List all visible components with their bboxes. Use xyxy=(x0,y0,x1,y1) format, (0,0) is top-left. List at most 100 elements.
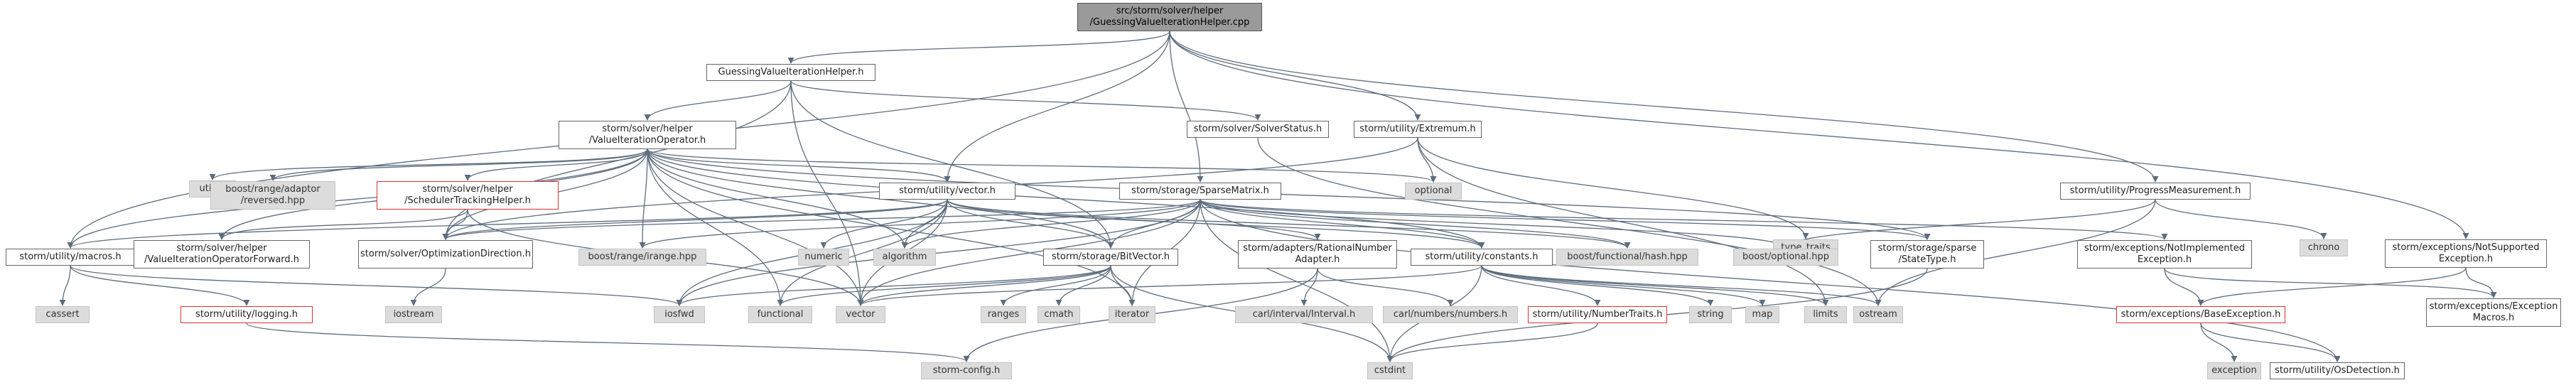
node-exmacros[interactable]: storm/exceptions/Exception Macros.h xyxy=(2426,298,2561,327)
edge-main-to-extremum xyxy=(1169,31,1421,121)
edge-optdir-to-iostream xyxy=(410,268,446,306)
edge-gvih-to-vector xyxy=(790,80,864,306)
node-vioforward[interactable]: storm/solver/helper /ValueIterationOpera… xyxy=(134,240,310,269)
edge-sparsematrix-to-irange xyxy=(639,199,1201,249)
edge-main-to-progress xyxy=(1169,31,2159,183)
edge-constants-to-vector xyxy=(857,265,1482,306)
edge-vectorh-to-numeric xyxy=(820,199,948,249)
edge-rationaladapter-to-carlinterval xyxy=(1300,268,1318,306)
edge-extremum-to-limits xyxy=(1417,137,1829,306)
node-sparsematrix[interactable]: storm/storage/SparseMatrix.h xyxy=(1119,183,1281,200)
edge-voh-to-reversed xyxy=(269,148,648,181)
edge-vectorh-to-rationaladapter xyxy=(947,199,1321,240)
node-rationaladapter[interactable]: storm/adapters/RationalNumber Adapter.h xyxy=(1238,240,1397,269)
edge-progress-to-optionalhpp xyxy=(1782,199,2156,249)
node-extremum[interactable]: storm/utility/Extremum.h xyxy=(1354,121,1482,138)
edge-voh-to-irange xyxy=(639,148,648,249)
edge-bitvector-to-cmath xyxy=(1055,265,1111,306)
edge-bitvector-to-ranges xyxy=(1000,265,1111,306)
node-statetype[interactable]: storm/storage/sparse /StateType.h xyxy=(1870,240,1984,269)
edge-schedtrack-to-vioforward xyxy=(218,209,468,240)
edge-bitvector-to-iosfwd xyxy=(676,265,1111,306)
edge-voh-to-constants xyxy=(647,148,1485,249)
edge-constants-to-ostream xyxy=(1481,265,1882,306)
node-ostream: ostream xyxy=(1853,306,1903,323)
node-numeric: numeric xyxy=(798,249,849,266)
node-carlnumbers: carl/numbers/numbers.h xyxy=(1383,306,1518,323)
edge-main-to-notsupported xyxy=(1169,31,2469,239)
edge-sparsematrix-to-hashhpp xyxy=(1200,199,1631,249)
node-baseexc[interactable]: storm/exceptions/BaseException.h xyxy=(2116,306,2285,323)
node-optional: optional xyxy=(1405,183,1462,200)
edge-sparsematrix-to-osdetect xyxy=(1200,199,2341,362)
node-progress[interactable]: storm/utility/ProgressMeasurement.h xyxy=(2060,183,2251,200)
edge-notimpl-to-exmacros xyxy=(2164,268,2497,298)
node-osdetect[interactable]: storm/utility/OsDetection.h xyxy=(2270,362,2405,379)
edge-macros-to-cassert xyxy=(59,265,71,306)
node-optdir[interactable]: storm/solver/OptimizationDirection.h xyxy=(358,240,533,269)
node-voh[interactable]: storm/solver/helper /ValueIterationOpera… xyxy=(559,121,736,149)
edge-voh-to-statetype xyxy=(647,148,1931,240)
node-string: string xyxy=(1689,306,1732,323)
node-vector: vector xyxy=(836,306,885,323)
node-exception: exception xyxy=(2207,362,2261,379)
node-optionalhpp: boost/optional.hpp xyxy=(1733,249,1838,266)
node-algorithm: algorithm xyxy=(873,249,936,266)
node-ranges: ranges xyxy=(981,306,1026,323)
node-notimpl[interactable]: storm/exceptions/NotImplemented Exceptio… xyxy=(2077,240,2252,269)
node-chrono: chrono xyxy=(2300,239,2348,256)
edge-voh-to-optional xyxy=(647,148,1437,183)
edge-sparsematrix-to-cstdint xyxy=(1200,199,1394,362)
edge-voh-to-vectorh xyxy=(647,148,951,183)
node-numbertraits[interactable]: storm/utility/NumberTraits.h xyxy=(1528,306,1667,323)
edge-macros-to-iosfwd xyxy=(70,265,683,306)
edge-main-to-vectorh xyxy=(944,31,1170,183)
edge-voh-to-iterator xyxy=(647,148,1136,306)
edge-voh-to-functional xyxy=(647,148,784,306)
edge-progress-to-ostream xyxy=(1875,199,2156,306)
edge-vectorh-to-hashhpp xyxy=(947,199,1631,249)
edge-sparsematrix-to-notimpl xyxy=(1200,199,2168,240)
edge-notsupported-to-exmacros xyxy=(2465,267,2497,298)
node-notsupported[interactable]: storm/exceptions/NotSupported Exception.… xyxy=(2385,239,2547,268)
node-logging[interactable]: storm/utility/logging.h xyxy=(180,306,313,323)
edge-vectorh-to-bitvector xyxy=(947,199,1114,249)
edge-sparsematrix-to-statetype xyxy=(1200,199,1931,240)
edge-voh-to-vector xyxy=(647,148,864,306)
node-gvih[interactable]: GuessingValueIterationHelper.h xyxy=(706,64,875,81)
node-main[interactable]: src/storm/solver/helper /GuessingValueIt… xyxy=(1077,3,1262,31)
edge-main-to-gvih xyxy=(787,31,1170,64)
edge-voh-to-utility xyxy=(209,148,648,180)
node-reversed: boost/range/adaptor /reversed.hpp xyxy=(210,181,335,210)
node-cstdint: cstdint xyxy=(1367,362,1413,379)
node-hashhpp: boost/functional/hash.hpp xyxy=(1556,249,1698,266)
node-vectorh[interactable]: storm/utility/vector.h xyxy=(879,183,1015,200)
node-cassert: cassert xyxy=(36,306,90,323)
edge-bitvector-to-iterator xyxy=(1110,265,1136,306)
edge-sparsematrix-to-constants xyxy=(1200,199,1485,249)
node-macros[interactable]: storm/utility/macros.h xyxy=(6,249,135,266)
node-bitvector[interactable]: storm/storage/BitVector.h xyxy=(1043,249,1178,266)
node-iosfwd: iosfwd xyxy=(654,306,705,323)
edge-voh-to-macros xyxy=(67,148,648,249)
node-iostream: iostream xyxy=(385,306,442,323)
node-functional: functional xyxy=(748,306,812,323)
edge-main-to-sparsematrix xyxy=(1169,31,1204,183)
node-stormconfig: storm-config.h xyxy=(921,362,1012,379)
edge-voh-to-algorithm xyxy=(647,148,908,249)
edge-sparsematrix-to-optdir xyxy=(442,199,1201,240)
node-limits: limits xyxy=(1804,306,1847,323)
node-schedtrack[interactable]: storm/solver/helper /SchedulerTrackingHe… xyxy=(377,181,559,210)
edge-notsupported-to-baseexc xyxy=(2197,267,2467,306)
edge-vectorh-to-functional xyxy=(777,199,948,306)
edge-rationaladapter-to-carlnumbers xyxy=(1317,268,1454,306)
edge-gvih-to-voh xyxy=(644,80,792,121)
edge-vectorh-to-optdir xyxy=(442,199,948,240)
edge-sparsematrix-to-optionalhpp xyxy=(1200,199,1789,249)
node-solverstatus[interactable]: storm/solver/SolverStatus.h xyxy=(1187,121,1329,138)
edge-bitvector-to-vector xyxy=(857,265,1111,306)
node-constants[interactable]: storm/utility/constants.h xyxy=(1411,249,1553,266)
node-carlinterval: carl/interval/Interval.h xyxy=(1235,306,1373,323)
edge-constants-to-map xyxy=(1481,265,1766,306)
